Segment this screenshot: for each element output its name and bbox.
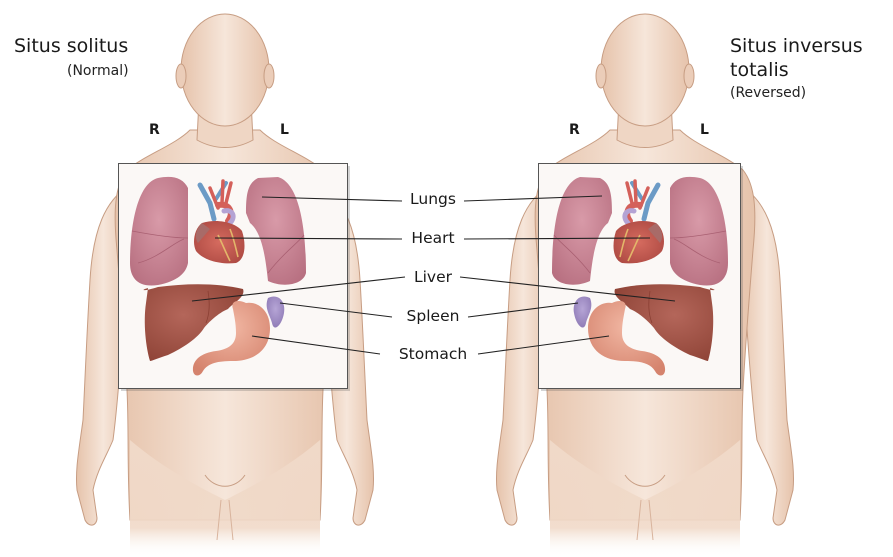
label-heart: Heart xyxy=(411,229,455,247)
left-leader-lines xyxy=(191,196,406,355)
label-lungs: Lungs xyxy=(410,190,456,208)
left-figure-right-side-marker: R xyxy=(149,122,160,138)
left-organ-panel xyxy=(118,163,350,391)
right-leader-lines xyxy=(459,195,676,355)
left-figure-title: Situs solitus xyxy=(14,35,129,57)
right-figure-title-line2: totalis xyxy=(730,59,789,81)
right-figure-title-line1: Situs inversus xyxy=(730,35,863,57)
right-figure-left-side-marker: L xyxy=(700,122,709,138)
label-stomach: Stomach xyxy=(398,345,468,363)
right-figure-right-side-marker: R xyxy=(569,122,580,138)
left-figure-left-side-marker: L xyxy=(280,122,289,138)
right-organ-panel xyxy=(538,163,743,391)
label-liver: Liver xyxy=(413,268,453,286)
left-figure-subtitle: (Normal) xyxy=(67,63,129,79)
label-spleen: Spleen xyxy=(406,307,460,325)
right-figure-subtitle: (Reversed) xyxy=(730,85,807,101)
